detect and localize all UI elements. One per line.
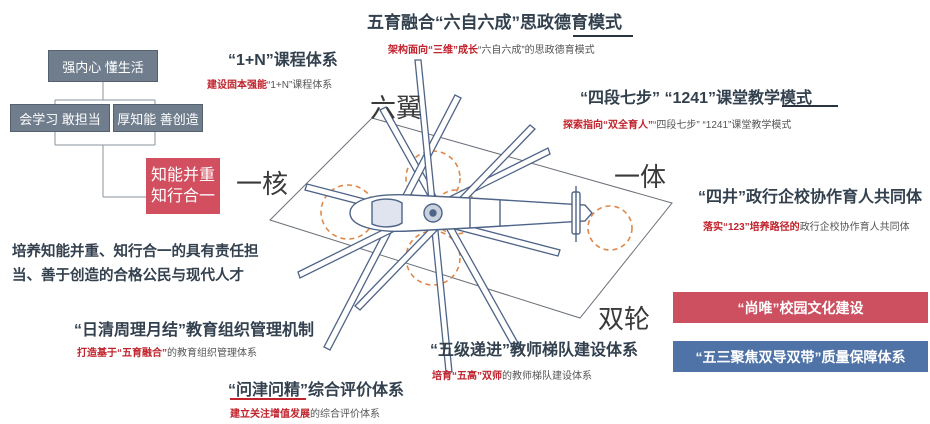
course-system-title: “1+N”课程体系 — [228, 52, 338, 69]
teacher-system-title: “五级递进”教师梯队建设体系 — [430, 342, 639, 359]
course-sub-highlight: 建设固本强能 — [207, 80, 267, 91]
evaluation-system-subtitle: 建立关注增值发展的综合评价体系 — [230, 405, 380, 420]
label-liuyi: 六翼 — [370, 94, 423, 124]
label-shuanglun: 双轮 — [598, 305, 651, 335]
core-line-2: 知行合一 — [150, 188, 215, 205]
core-line-1: 知能并重 — [150, 167, 215, 184]
course-sub-rest: “1+N”课程体系 — [267, 80, 333, 91]
core-value-box: 知能并重 知行合一 — [146, 158, 220, 214]
classroom-sub-rest: “四段七步” “1241”课堂教学模式 — [653, 120, 792, 131]
teacher-sub-highlight: 培育“五高”双师 — [432, 371, 502, 382]
management-mechanism-title: “日清周理月结”教育组织管理机制 — [74, 322, 315, 339]
classroom-mode-title: “四段七步” “1241”课堂教学模式 — [580, 90, 813, 107]
community-sub-highlight: 落实“123”培养路径的 — [703, 222, 800, 233]
evaluation-sub-rest: 的综合评价体系 — [310, 409, 380, 420]
ground-plane — [269, 117, 673, 319]
community-sub-rest: 政行企校协作育人共同体 — [799, 222, 910, 233]
moral-education-title: 五育融合“六自六成”思政德育模式 — [367, 13, 622, 32]
teacher-system-subtitle: 培育“五高”双师的教师梯队建设体系 — [432, 367, 592, 382]
management-sub-rest: 的教育组织管理体系 — [167, 348, 257, 359]
left-value-box: 会学习 敢担当 — [10, 104, 110, 132]
fuselage — [349, 186, 593, 242]
classroom-title-underline — [782, 105, 838, 107]
evaluation-sub-highlight: 建立关注增值发展 — [230, 409, 310, 420]
moral-sub-highlight: 架构面向“三维”成长 — [388, 45, 478, 56]
moral-education-subtitle: 架构面向“三维”成长“六自六成”的思政德育模式 — [388, 41, 595, 56]
evaluation-system-title: “问津问精”综合评价体系 — [228, 382, 405, 399]
teacher-sub-rest: 的教师梯队建设体系 — [502, 371, 592, 382]
quality-assurance-banner: “五三聚焦双导双带”质量保障体系 — [673, 341, 928, 372]
tree-connectors — [54, 80, 156, 198]
right-value-box: 厚知能 善创造 — [113, 104, 203, 132]
classroom-mode-subtitle: 探索指向“双全育人”“四段七步” “1241”课堂教学模式 — [563, 116, 791, 131]
community-title: “四井”政行企校协作育人共同体 — [698, 189, 923, 206]
management-mechanism-subtitle: 打造基于“五育融合”的教育组织管理体系 — [77, 344, 257, 359]
management-sub-highlight: 打造基于“五育融合” — [77, 348, 167, 359]
description-line-2: 当、善于创造的合格公民与现代人才 — [12, 268, 244, 284]
description-line-1: 培养知能并重、知行合一的具有责任担 — [12, 244, 259, 260]
community-subtitle: 落实“123”培养路径的政行企校协作育人共同体 — [703, 218, 910, 233]
moral-sub-rest: “六自六成”的思政德育模式 — [478, 45, 595, 56]
top-value-box: 强内心 懂生活 — [48, 50, 158, 82]
moral-title-underline — [573, 35, 633, 37]
evaluation-title-underline — [230, 398, 306, 400]
classroom-sub-highlight: 探索指向“双全育人” — [563, 120, 653, 131]
training-goal-description: 培养知能并重、知行合一的具有责任担 当、善于创造的合格公民与现代人才 — [12, 240, 272, 288]
label-yiti: 一体 — [614, 163, 667, 193]
campus-culture-banner: “尚唯”校园文化建设 — [673, 292, 928, 323]
course-system-subtitle: 建设固本强能“1+N”课程体系 — [207, 76, 332, 91]
label-yihe: 一核 — [236, 170, 289, 200]
